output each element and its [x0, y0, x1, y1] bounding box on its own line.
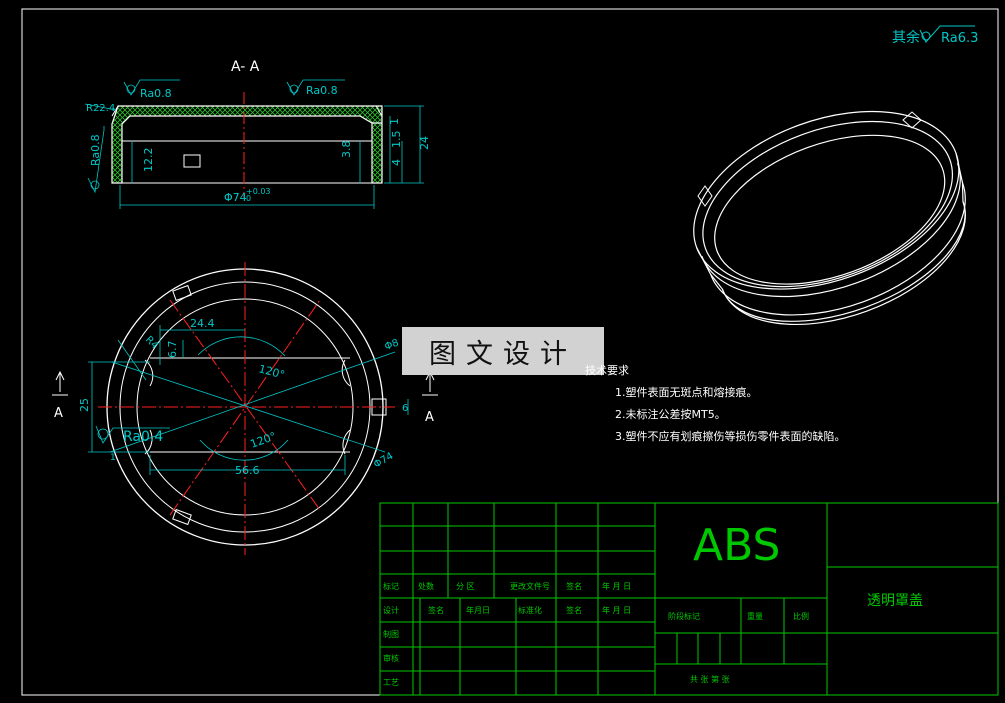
tb-stage: 阶段标记 — [668, 611, 700, 621]
tb-left-label-1: 审核 — [383, 653, 399, 663]
roughness-top-right: Ra0.8 — [306, 84, 338, 97]
dim-56-6: 56.6 — [235, 464, 260, 477]
watermark: 图文设计 — [402, 327, 604, 375]
tb-design-3: 签名 — [566, 605, 582, 615]
tb-design-2: 标准化 — [518, 605, 542, 615]
isometric-view — [693, 110, 966, 325]
tb-left-label-0: 设计 — [383, 605, 399, 615]
global-roughness-value: Ra6.3 — [941, 31, 978, 46]
radius-r4: R4 — [143, 334, 160, 351]
dim-1: 1 — [388, 118, 401, 125]
angle-top: 120° — [257, 362, 286, 381]
dim-12-2: 12.2 — [142, 148, 155, 173]
section-mark-left: A — [54, 406, 63, 421]
tb-design-1: 年月日 — [466, 605, 490, 615]
dim-25: 25 — [78, 398, 91, 412]
requirement-item: 1.塑件表面无斑点和熔接痕。 — [615, 386, 758, 399]
angle-bottom: 120° — [249, 430, 278, 451]
tb-row-label-5: 年 月 日 — [602, 581, 631, 591]
radius-r22: R22.4 — [86, 103, 115, 114]
dim-phi74: Φ74 — [224, 191, 247, 204]
dim-left-small: 1 — [110, 453, 116, 463]
tb-sheets: 共 张 第 张 — [690, 674, 730, 684]
dim-3-8: 3.8 — [340, 141, 353, 159]
dim-4: 4 — [390, 159, 403, 166]
tb-row-label-2: 分 区 — [456, 582, 475, 591]
tb-scale: 比例 — [793, 611, 809, 621]
diameter-top: Φ8 — [383, 338, 400, 353]
tb-row-label-0: 标记 — [383, 581, 399, 591]
material-label: ABS — [693, 520, 780, 571]
tb-design-0: 签名 — [428, 605, 444, 615]
title-block — [379, 502, 999, 696]
dim-6: 6 — [402, 403, 408, 414]
global-roughness: 其余 Ra6.3 — [892, 25, 978, 46]
dim-tolerance-low: 0 — [246, 194, 251, 203]
part-name: 透明罩盖 — [867, 593, 923, 609]
tb-left-label-2: 制图 — [383, 629, 399, 639]
dim-tolerance: +0.03 — [246, 187, 271, 196]
section-label: A- A — [231, 59, 260, 75]
requirements-title: 技术要求 — [585, 364, 629, 377]
requirement-item: 2.未标注公差按MT5。 — [615, 408, 726, 421]
dim-24: 24 — [418, 136, 431, 150]
tb-row-label-1: 处数 — [418, 581, 434, 591]
tb-design-4: 年 月 日 — [602, 605, 631, 615]
requirement-item: 3.塑件不应有划痕擦伤等损伤零件表面的缺陷。 — [615, 430, 846, 443]
roughness-top-left: Ra0.8 — [140, 87, 172, 100]
roughness-left: Ra0.8 — [89, 134, 102, 166]
global-roughness-prefix: 其余 — [892, 29, 920, 46]
roughness-plan: Ra0.4 — [123, 429, 163, 445]
technical-requirements: 技术要求 1.塑件表面无斑点和熔接痕。 2.未标注公差按MT5。 3.塑件不应有… — [585, 360, 846, 448]
section-mark-right: A — [425, 410, 434, 425]
tb-row-label-3: 更改文件号 — [510, 581, 550, 591]
tb-weight: 重量 — [747, 611, 763, 621]
tb-row-label-4: 签名 — [566, 581, 582, 591]
section-view: Ra0.8 Ra0.8 R22.4 Ra0.8 12.2 3.8 1 1.5 4… — [84, 79, 431, 209]
dim-6-7: 6.7 — [166, 341, 179, 359]
dim-24-4: 24.4 — [190, 317, 215, 330]
dim-1-5: 1.5 — [390, 131, 403, 149]
tb-left-label-3: 工艺 — [383, 678, 399, 687]
